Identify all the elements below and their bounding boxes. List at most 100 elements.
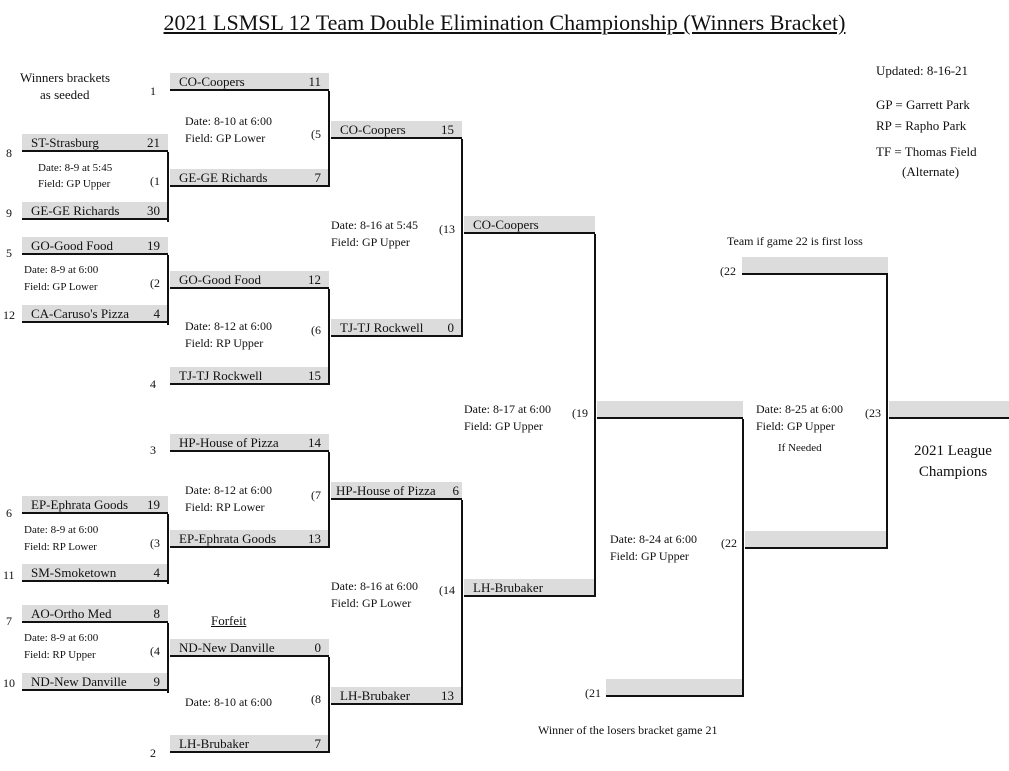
game-7-date: Date: 8-12 at 6:00 <box>185 483 272 497</box>
seed-4: 4 <box>150 377 156 391</box>
team-name: GO-Good Food <box>31 238 113 253</box>
game-23-date: Date: 8-25 at 6:00 <box>756 402 843 416</box>
team-name: EP-Ephrata Goods <box>179 531 277 546</box>
r2-slot-ephrata-goods: EP-Ephrata Goods 13 <box>170 530 329 548</box>
legend-tf-alternate: (Alternate) <box>902 164 960 179</box>
team-name: ND-New Danville <box>179 640 275 655</box>
team-name: CO-Coopers <box>179 74 245 89</box>
game-19-number: (19 <box>572 406 588 420</box>
connector-game-6 <box>328 289 330 385</box>
seed-11: 11 <box>3 568 15 582</box>
r1-slot-ephrata-goods: EP-Ephrata Goods 19 <box>22 496 168 514</box>
game-23-number: (23 <box>865 406 881 420</box>
team-name: CO-Coopers <box>473 217 539 232</box>
game-8-number: (8 <box>311 692 321 706</box>
team-score: 0 <box>447 320 455 335</box>
team-name: GO-Good Food <box>179 272 261 287</box>
connector-game-14 <box>461 500 463 705</box>
team-name: SM-Smoketown <box>31 565 117 580</box>
game-3-date: Date: 8-9 at 6:00 <box>24 524 99 536</box>
r4-slot-coopers: CO-Coopers <box>464 216 595 234</box>
game-3-number: (3 <box>150 536 160 550</box>
team-score: 12 <box>308 272 321 287</box>
team-name: HP-House of Pizza <box>336 483 436 498</box>
game-19-field: Field: GP Upper <box>464 419 543 433</box>
team-name: CO-Coopers <box>340 122 406 137</box>
game-3-field: Field: RP Lower <box>24 541 97 553</box>
team-name: HP-House of Pizza <box>179 435 279 450</box>
team-score: 8 <box>153 606 161 621</box>
game-2-field: Field: GP Lower <box>24 281 98 293</box>
game-23-field: Field: GP Upper <box>756 419 835 433</box>
team-score: 15 <box>308 368 321 383</box>
connector-game-13 <box>461 139 463 337</box>
game-22-field: Field: GP Upper <box>610 549 689 563</box>
game-7-field: Field: RP Lower <box>185 500 265 514</box>
champions-label-line1: 2021 League <box>914 443 992 459</box>
game-21-number: (21 <box>585 686 601 700</box>
team-score: 21 <box>147 135 160 150</box>
team-score: 11 <box>308 74 321 89</box>
game-22-number: (22 <box>721 536 737 550</box>
connector-game-23 <box>886 275 888 549</box>
r2-slot-good-food: GO-Good Food 12 <box>170 271 329 289</box>
game-5-date: Date: 8-10 at 6:00 <box>185 114 272 128</box>
champion-slot <box>889 401 1009 419</box>
legend-rp: RP = Rapho Park <box>876 118 967 133</box>
game-8-date: Date: 8-10 at 6:00 <box>185 695 272 709</box>
seed-2: 2 <box>150 746 156 760</box>
game-2-number: (2 <box>150 276 160 290</box>
game-22-first-loss-slot <box>742 257 888 275</box>
seeded-note-line1: Winners brackets <box>20 70 111 85</box>
r1-slot-smoketown: SM-Smoketown 4 <box>22 564 168 582</box>
seed-7: 7 <box>6 614 12 628</box>
game-14-date: Date: 8-16 at 6:00 <box>331 579 418 593</box>
team-name: CA-Caruso's Pizza <box>31 306 130 321</box>
game-7-number: (7 <box>311 488 321 502</box>
game-22-top-number: (22 <box>720 264 736 278</box>
game-19-winner-slot <box>597 401 743 419</box>
game-4-number: (4 <box>150 644 160 658</box>
team-name: EP-Ephrata Goods <box>31 497 129 512</box>
game-1-date: Date: 8-9 at 5:45 <box>38 162 113 174</box>
game-14-number: (14 <box>439 583 455 597</box>
connector-game-8 <box>328 657 330 753</box>
team-score: 19 <box>147 238 160 253</box>
seed-10: 10 <box>3 676 15 690</box>
r2-slot-house-of-pizza: HP-House of Pizza 14 <box>170 434 329 452</box>
connector-game-19 <box>594 234 596 597</box>
team-name: ST-Strasburg <box>31 135 99 150</box>
game-22-date: Date: 8-24 at 6:00 <box>610 532 697 546</box>
team-name: AO-Ortho Med <box>31 606 112 621</box>
r3-slot-house-of-pizza: HP-House of Pizza 6 <box>331 482 462 500</box>
connector-game-5 <box>328 91 330 187</box>
r1-slot-carusos-pizza: CA-Caruso's Pizza 4 <box>22 305 168 323</box>
game-4-field: Field: RP Upper <box>24 649 96 661</box>
game-6-number: (6 <box>311 323 321 337</box>
team-score: 30 <box>147 203 160 218</box>
game-6-field: Field: RP Upper <box>185 336 264 350</box>
connector-game-22 <box>742 419 744 697</box>
game-1-field: Field: GP Upper <box>38 178 111 190</box>
game-13-number: (13 <box>439 222 455 236</box>
team-name: TJ-TJ Rockwell <box>340 320 424 335</box>
team-score: 7 <box>314 170 322 185</box>
team-score: 14 <box>308 435 321 450</box>
game-14-field: Field: GP Lower <box>331 596 412 610</box>
updated-date: Updated: 8-16-21 <box>876 63 969 78</box>
team-name: LH-Brubaker <box>340 688 411 703</box>
seed-3: 3 <box>150 443 156 457</box>
game-19-date: Date: 8-17 at 6:00 <box>464 402 551 416</box>
legend-gp: GP = Garrett Park <box>876 97 970 112</box>
team-name: GE-GE Richards <box>179 170 268 185</box>
connector-game-3 <box>167 514 169 584</box>
game-23-if-needed: If Needed <box>778 442 822 454</box>
game-22-winner-slot <box>745 531 887 549</box>
game-21-slot <box>606 679 743 697</box>
r4-slot-brubaker: LH-Brubaker <box>464 579 595 597</box>
seed-8: 8 <box>6 146 12 160</box>
r2-slot-ge-richards: GE-GE Richards 7 <box>170 169 329 187</box>
game-1-number: (1 <box>150 174 160 188</box>
team-score: 13 <box>308 531 321 546</box>
team-name: LH-Brubaker <box>473 580 544 595</box>
